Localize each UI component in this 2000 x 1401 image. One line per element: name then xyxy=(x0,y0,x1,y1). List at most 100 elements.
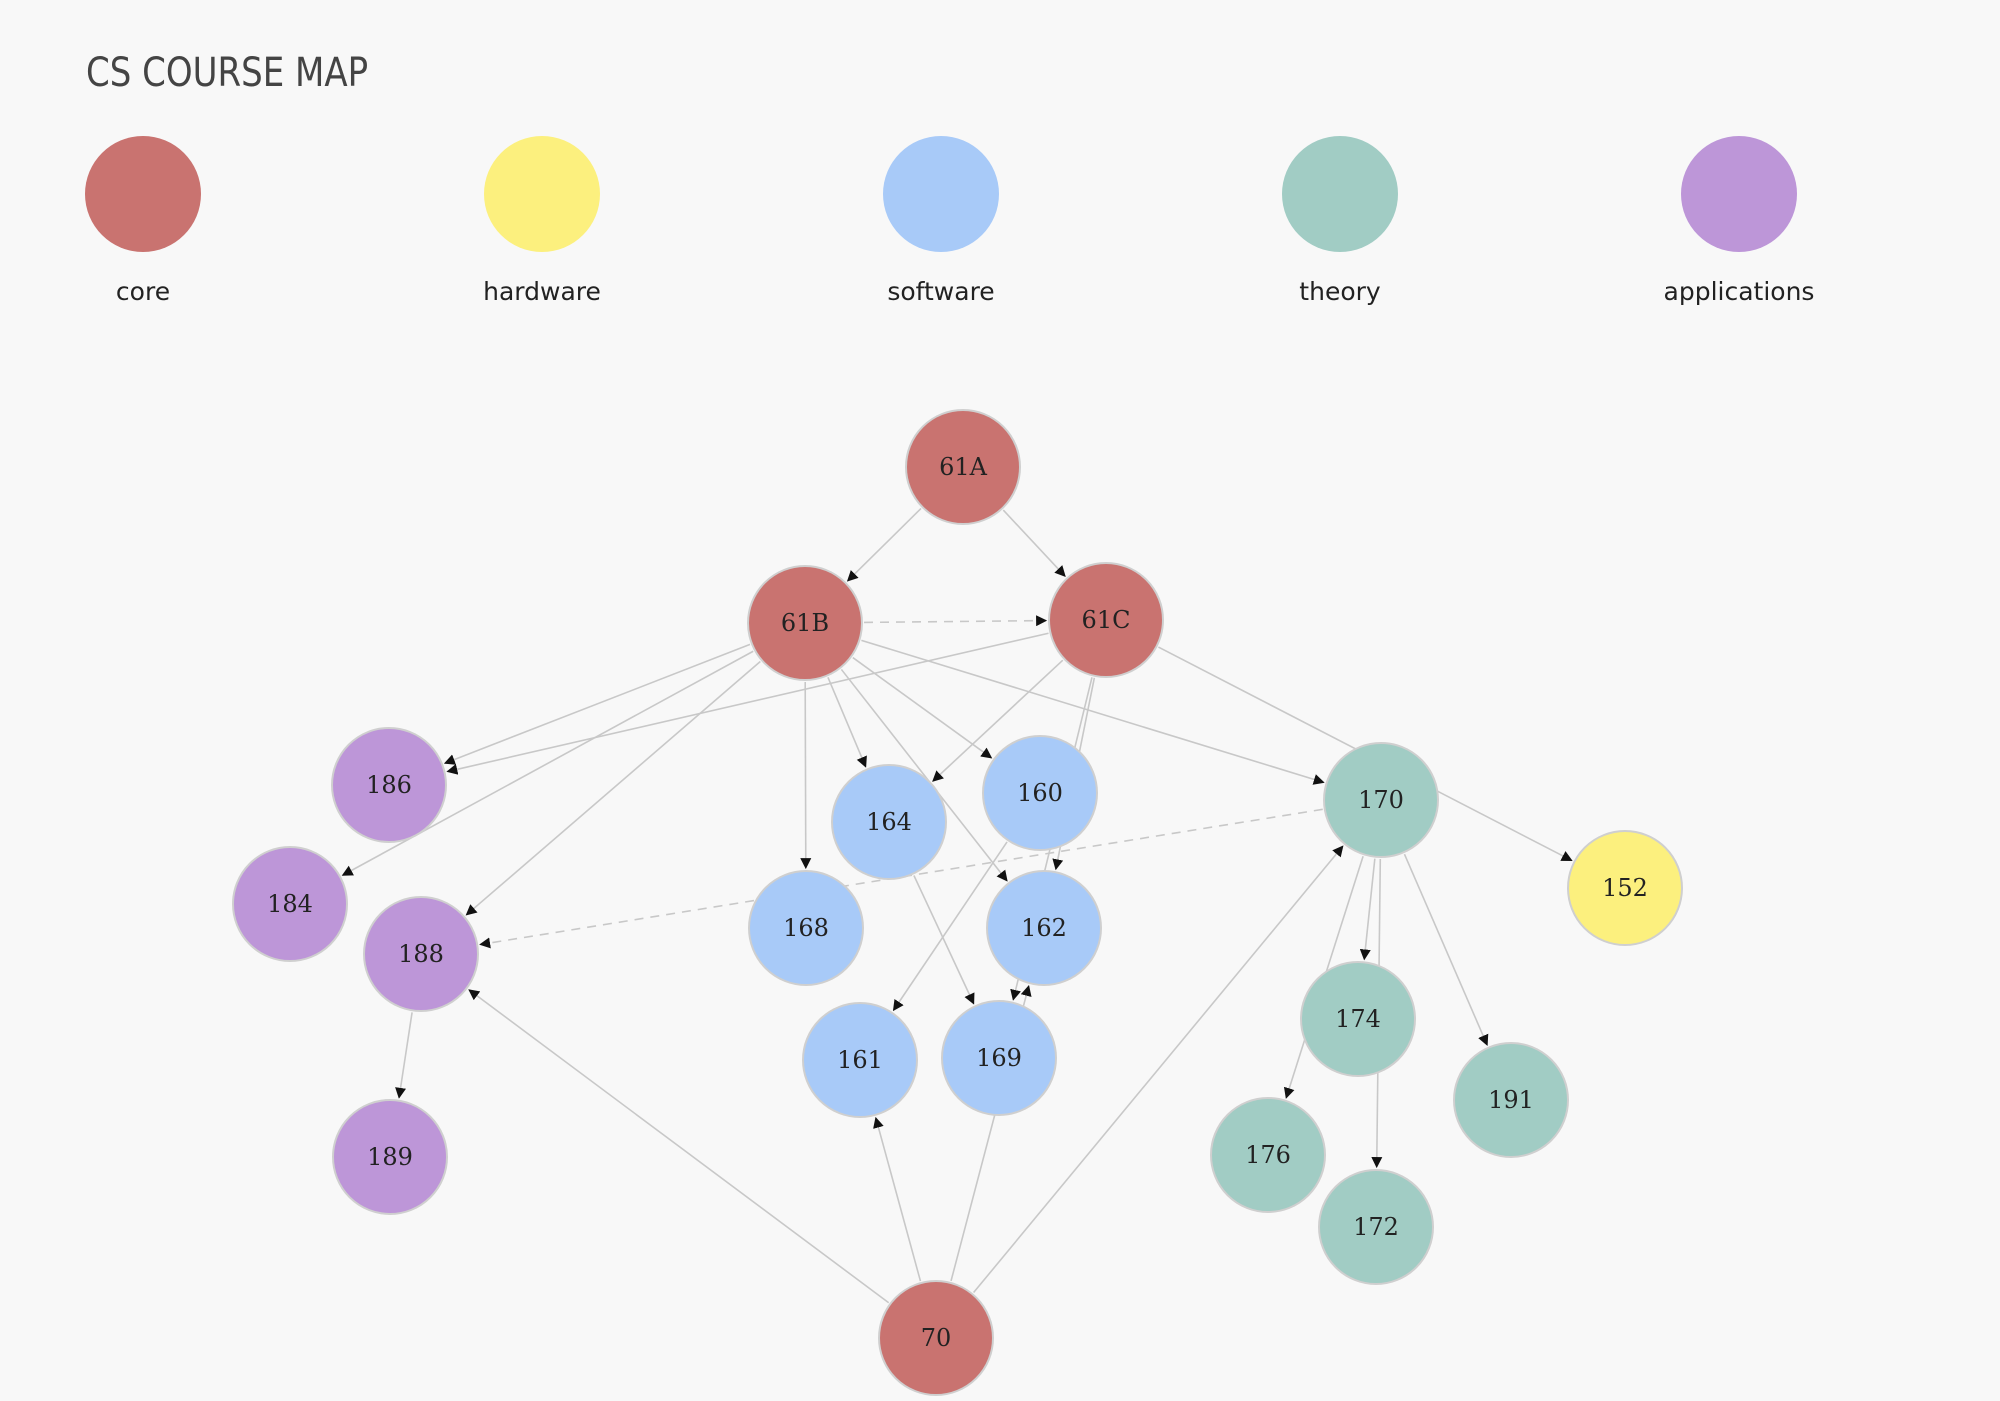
node-164[interactable]: 164 xyxy=(831,764,947,880)
node-circle-61B[interactable] xyxy=(747,565,863,681)
nodes: 61A 61B 61C 70 186 184 188 189 164 160 168 162 161 16… xyxy=(232,409,1683,1396)
node-61B[interactable]: 61B xyxy=(747,565,863,681)
edge-61B-to-186 xyxy=(443,643,751,765)
edge-61B-to-61C xyxy=(863,615,1048,627)
node-label-70: 70 xyxy=(921,1324,952,1352)
node-circle-174[interactable] xyxy=(1300,961,1416,1077)
node-label-174: 174 xyxy=(1335,1005,1381,1033)
node-label-61A: 61A xyxy=(939,453,988,481)
edge-61A-to-61B xyxy=(846,507,922,582)
node-161[interactable]: 161 xyxy=(802,1002,918,1118)
node-circle-176[interactable] xyxy=(1210,1097,1326,1213)
node-162[interactable]: 162 xyxy=(986,870,1102,986)
legend-swatch-applications xyxy=(1681,136,1797,252)
edge-70-to-188 xyxy=(468,989,890,1304)
node-label-152: 152 xyxy=(1602,874,1648,902)
page-title: CS COURSE MAP xyxy=(86,50,369,96)
node-circle-164[interactable] xyxy=(831,764,947,880)
legend-label-applications: applications xyxy=(1664,277,1815,306)
edge-188-to-189 xyxy=(395,1012,413,1099)
legend-item-applications: applications xyxy=(1664,136,1815,306)
legend-item-software: software xyxy=(883,136,999,306)
node-circle-172[interactable] xyxy=(1318,1169,1434,1285)
edge-61B-to-170 xyxy=(861,639,1325,785)
node-61C[interactable]: 61C xyxy=(1048,562,1164,678)
edge-70-to-170 xyxy=(972,845,1344,1294)
node-circle-189[interactable] xyxy=(332,1099,448,1215)
legend-item-core: core xyxy=(85,136,201,306)
node-circle-161[interactable] xyxy=(802,1002,918,1118)
node-label-61C: 61C xyxy=(1082,606,1131,634)
node-169[interactable]: 169 xyxy=(941,1000,1057,1116)
node-circle-188[interactable] xyxy=(363,896,479,1012)
legend: core hardware software theory applications xyxy=(85,136,1814,306)
node-circle-191[interactable] xyxy=(1453,1042,1569,1158)
edges xyxy=(341,507,1573,1304)
node-circle-61A[interactable] xyxy=(905,409,1021,525)
node-label-61B: 61B xyxy=(781,609,829,637)
node-label-161: 161 xyxy=(837,1046,883,1074)
node-168[interactable]: 168 xyxy=(748,870,864,986)
node-174[interactable]: 174 xyxy=(1300,961,1416,1077)
node-label-170: 170 xyxy=(1358,786,1404,814)
node-circle-184[interactable] xyxy=(232,846,348,962)
edge-61B-to-168 xyxy=(800,681,812,870)
node-label-164: 164 xyxy=(866,808,912,836)
node-189[interactable]: 189 xyxy=(332,1099,448,1215)
legend-swatch-software xyxy=(883,136,999,252)
edge-170-to-174 xyxy=(1359,858,1376,961)
node-label-188: 188 xyxy=(398,940,444,968)
legend-swatch-core xyxy=(85,136,201,252)
node-label-186: 186 xyxy=(366,771,412,799)
legend-label-hardware: hardware xyxy=(483,277,601,306)
edge-164-to-169 xyxy=(913,875,975,1005)
node-label-189: 189 xyxy=(367,1143,413,1171)
legend-swatch-theory xyxy=(1282,136,1398,252)
node-label-172: 172 xyxy=(1353,1213,1399,1241)
edge-61B-to-188 xyxy=(465,660,761,916)
node-circle-61C[interactable] xyxy=(1048,562,1164,678)
node-188[interactable]: 188 xyxy=(363,896,479,1012)
node-label-176: 176 xyxy=(1245,1141,1291,1169)
legend-label-theory: theory xyxy=(1299,277,1381,306)
node-186[interactable]: 186 xyxy=(331,727,447,843)
node-circle-170[interactable] xyxy=(1323,742,1439,858)
edge-170-to-188 xyxy=(479,808,1323,949)
node-152[interactable]: 152 xyxy=(1567,830,1683,946)
node-191[interactable]: 191 xyxy=(1453,1042,1569,1158)
legend-swatch-hardware xyxy=(484,136,600,252)
node-label-168: 168 xyxy=(783,914,829,942)
node-circle-169[interactable] xyxy=(941,1000,1057,1116)
edge-170-to-191 xyxy=(1403,853,1489,1046)
node-176[interactable]: 176 xyxy=(1210,1097,1326,1213)
node-184[interactable]: 184 xyxy=(232,846,348,962)
edge-61B-to-160 xyxy=(852,656,993,759)
legend-label-core: core xyxy=(116,277,170,306)
node-label-169: 169 xyxy=(976,1044,1022,1072)
node-label-162: 162 xyxy=(1021,914,1067,942)
node-170[interactable]: 170 xyxy=(1323,742,1439,858)
node-label-191: 191 xyxy=(1488,1086,1534,1114)
node-160[interactable]: 160 xyxy=(982,735,1098,851)
legend-item-theory: theory xyxy=(1282,136,1398,306)
edge-70-to-161 xyxy=(873,1116,922,1282)
edge-61B-to-162 xyxy=(840,668,1008,882)
node-circle-70[interactable] xyxy=(878,1280,994,1396)
edge-61A-to-61C xyxy=(1002,509,1066,577)
legend-label-software: software xyxy=(887,277,994,306)
node-label-160: 160 xyxy=(1017,779,1063,807)
edge-61C-to-186 xyxy=(446,632,1049,775)
edge-61B-to-164 xyxy=(827,677,867,768)
node-61A[interactable]: 61A xyxy=(905,409,1021,525)
legend-item-hardware: hardware xyxy=(483,136,601,306)
node-circle-160[interactable] xyxy=(982,735,1098,851)
node-172[interactable]: 172 xyxy=(1318,1169,1434,1285)
node-circle-168[interactable] xyxy=(748,870,864,986)
node-70[interactable]: 70 xyxy=(878,1280,994,1396)
node-circle-152[interactable] xyxy=(1567,830,1683,946)
node-circle-162[interactable] xyxy=(986,870,1102,986)
edge-160-to-161 xyxy=(892,841,1008,1012)
node-circle-186[interactable] xyxy=(331,727,447,843)
edge-61C-to-164 xyxy=(932,659,1064,782)
